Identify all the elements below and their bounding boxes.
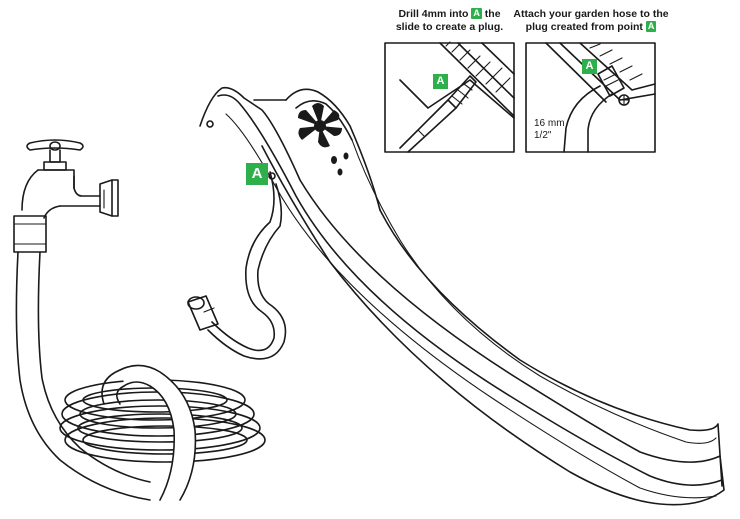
garden-tap-icon xyxy=(13,139,119,253)
measure-mm-label: 16 mm xyxy=(534,118,565,129)
water-slide-icon xyxy=(199,86,725,506)
measure-inch-label: 1/2" xyxy=(534,130,552,141)
hose-attachment-icon xyxy=(187,171,287,360)
step-2-caption-line1: Attach your garden hose to the xyxy=(513,8,669,20)
step-1-caption-post: the xyxy=(484,8,501,20)
inset-attach-step xyxy=(525,42,656,153)
step-1-caption-line2: slide to create a plug. xyxy=(395,21,504,33)
step-1-caption-badge: A xyxy=(471,8,482,19)
inset-2-point-a-marker: A xyxy=(582,59,597,74)
flower-decoration-icon xyxy=(298,103,349,176)
step-1-caption-pre: Drill 4mm into xyxy=(398,8,469,20)
inset-drill-step xyxy=(384,41,515,153)
inset-1-point-a-marker: A xyxy=(433,74,448,89)
step-2-caption-line2-pre: plug created from point xyxy=(525,21,643,33)
step-2-caption-badge: A xyxy=(645,21,657,32)
garden-hose-icon xyxy=(15,251,266,501)
step-2-caption: Attach your garden hose to the plug crea… xyxy=(512,8,670,34)
step-1-caption: Drill 4mm into A the slide to create a p… xyxy=(385,8,514,34)
slide-point-a-marker: A xyxy=(246,163,268,185)
